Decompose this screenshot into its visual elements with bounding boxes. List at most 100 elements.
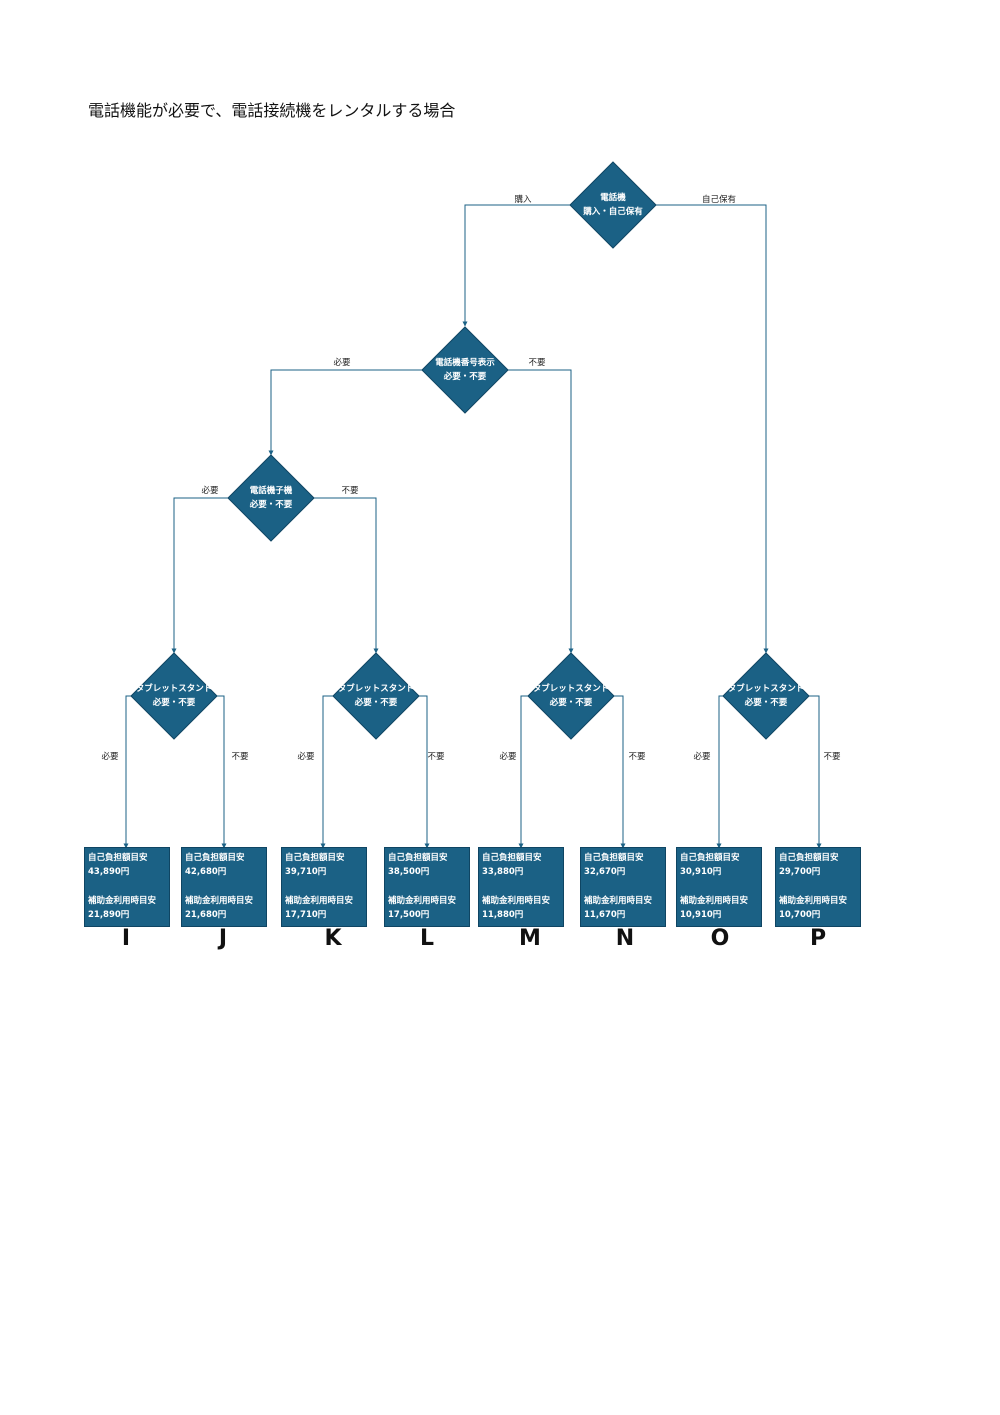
result-letter-l: L (419, 926, 435, 951)
decision-tablet3: タブレットスタンド 必要・不要 (516, 682, 626, 710)
edge-label-callerid-not-needed: 不要 (528, 358, 546, 368)
edge-callerid-not-needed (508, 369, 574, 654)
decision-tablet1-options: 必要・不要 (152, 698, 196, 708)
edge-handset-needed (171, 497, 228, 654)
subsidy-value: 11,880円 (482, 910, 524, 921)
cost-label: 自己負担額目安 (779, 853, 839, 863)
edge-phone-own (656, 204, 769, 654)
decision-tablet2: タブレットスタンド 必要・不要 (321, 682, 431, 710)
decision-tablet1: タブレットスタンド 必要・不要 (119, 682, 229, 710)
result-letter-n: N (615, 926, 635, 951)
result-box-j: 自己負担額目安 42,680円 補助金利用時目安 21,680円 (181, 847, 267, 927)
cost-label: 自己負担額目安 (185, 853, 245, 863)
result-box-k: 自己負担額目安 39,710円 補助金利用時目安 17,710円 (281, 847, 367, 927)
decision-tablet1-title: タブレットスタンド (135, 684, 213, 694)
decision-tablet2-title: タブレットスタンド (337, 684, 415, 694)
subsidy-label: 補助金利用時目安 (185, 895, 254, 906)
decision-callerid-diamond (421, 326, 509, 414)
cost-value: 29,700円 (779, 867, 821, 878)
subsidy-label: 補助金利用時目安 (584, 895, 653, 906)
edge-phone-purchase (462, 204, 570, 327)
decision-tablet2-diamond (332, 652, 420, 740)
edge-tablet2-not-needed (419, 695, 430, 849)
decision-phone-options: 購入・自己保有 (583, 207, 643, 217)
decision-tablet4-diamond (722, 652, 810, 740)
cost-label: 自己負担額目安 (88, 853, 148, 863)
edge-tablet1-not-needed (217, 695, 227, 849)
edge-label-tablet1-not-needed: 不要 (231, 752, 249, 762)
subsidy-value: 11,670円 (584, 910, 626, 921)
result-box-l: 自己負担額目安 38,500円 補助金利用時目安 17,500円 (384, 847, 470, 927)
subsidy-value: 10,700円 (779, 910, 821, 921)
edge-tablet3-needed (518, 695, 528, 849)
decision-tablet2-options: 必要・不要 (354, 698, 398, 708)
edge-label-tablet2-not-needed: 不要 (427, 752, 445, 762)
decision-tablet4-options: 必要・不要 (744, 698, 788, 708)
edge-label-tablet2-needed: 必要 (297, 752, 315, 762)
result-box-p: 自己負担額目安 29,700円 補助金利用時目安 10,700円 (775, 847, 861, 927)
result-letter-p: P (809, 926, 827, 951)
decision-tablet3-title: タブレットスタンド (532, 684, 610, 694)
result-letter-o: O (710, 926, 730, 951)
decision-handset-diamond (227, 454, 315, 542)
decision-callerid-options: 必要・不要 (443, 372, 487, 382)
edge-callerid-needed (268, 369, 422, 456)
page-title: 電話機能が必要で、電話接続機をレンタルする場合 (88, 101, 456, 120)
result-letter-m: M (519, 926, 541, 951)
cost-label: 自己負担額目安 (388, 853, 448, 863)
decision-phone: 電話機 購入・自己保有 (558, 191, 668, 219)
result-letter-i: I (121, 926, 131, 951)
edge-label-handset-not-needed: 不要 (341, 486, 359, 496)
subsidy-value: 21,680円 (185, 910, 227, 921)
edge-label-tablet4-not-needed: 不要 (823, 752, 841, 762)
cost-label: 自己負担額目安 (680, 853, 740, 863)
decision-handset-options: 必要・不要 (249, 500, 293, 510)
subsidy-value: 17,710円 (285, 910, 327, 921)
cost-value: 33,880円 (482, 867, 524, 878)
cost-value: 43,890円 (88, 867, 130, 878)
result-letter-j: J (218, 926, 228, 951)
edge-label-purchase: 購入 (514, 195, 532, 205)
subsidy-label: 補助金利用時目安 (680, 895, 749, 906)
edge-handset-not-needed (314, 497, 379, 654)
cost-label: 自己負担額目安 (285, 853, 345, 863)
result-letter-k: K (324, 926, 342, 951)
edge-label-handset-needed: 必要 (201, 486, 219, 496)
edge-label-tablet3-needed: 必要 (499, 752, 517, 762)
edge-tablet1-needed (123, 695, 131, 849)
cost-value: 32,670円 (584, 867, 626, 878)
cost-label: 自己負担額目安 (584, 853, 644, 863)
subsidy-label: 補助金利用時目安 (779, 895, 848, 906)
decision-tablet1-diamond (130, 652, 218, 740)
subsidy-label: 補助金利用時目安 (285, 895, 354, 906)
edge-label-tablet3-not-needed: 不要 (628, 752, 646, 762)
cost-value: 39,710円 (285, 867, 327, 878)
subsidy-value: 17,500円 (388, 910, 430, 921)
decision-tablet4-title: タブレットスタンド (727, 684, 805, 694)
subsidy-label: 補助金利用時目安 (482, 895, 551, 906)
cost-value: 42,680円 (185, 867, 227, 878)
edge-tablet2-needed (320, 695, 333, 849)
edge-tablet3-not-needed (614, 695, 626, 849)
result-box-i: 自己負担額目安 43,890円 補助金利用時目安 21,890円 (84, 847, 170, 927)
edge-label-own: 自己保有 (701, 195, 737, 205)
decision-callerid-title: 電話機番号表示 (435, 358, 495, 368)
edge-tablet4-not-needed (809, 695, 822, 849)
edge-label-tablet1-needed: 必要 (101, 752, 119, 762)
edge-tablet4-needed (716, 695, 723, 849)
result-box-m: 自己負担額目安 33,880円 補助金利用時目安 11,880円 (478, 847, 564, 927)
cost-label: 自己負担額目安 (482, 853, 542, 863)
decision-tablet4: タブレットスタンド 必要・不要 (711, 682, 821, 710)
decision-phone-diamond (569, 161, 657, 249)
result-box-n: 自己負担額目安 32,670円 補助金利用時目安 11,670円 (580, 847, 666, 927)
edge-label-tablet4-needed: 必要 (693, 752, 711, 762)
decision-tablet3-options: 必要・不要 (549, 698, 593, 708)
decision-tablet3-diamond (527, 652, 615, 740)
decision-callerid: 電話機番号表示 必要・不要 (410, 356, 520, 384)
result-box-o: 自己負担額目安 30,910円 補助金利用時目安 10,910円 (676, 847, 762, 927)
decision-handset: 電話機子機 必要・不要 (216, 484, 326, 512)
decision-handset-title: 電話機子機 (249, 486, 293, 496)
subsidy-label: 補助金利用時目安 (88, 895, 157, 906)
decision-phone-title: 電話機 (600, 193, 626, 203)
